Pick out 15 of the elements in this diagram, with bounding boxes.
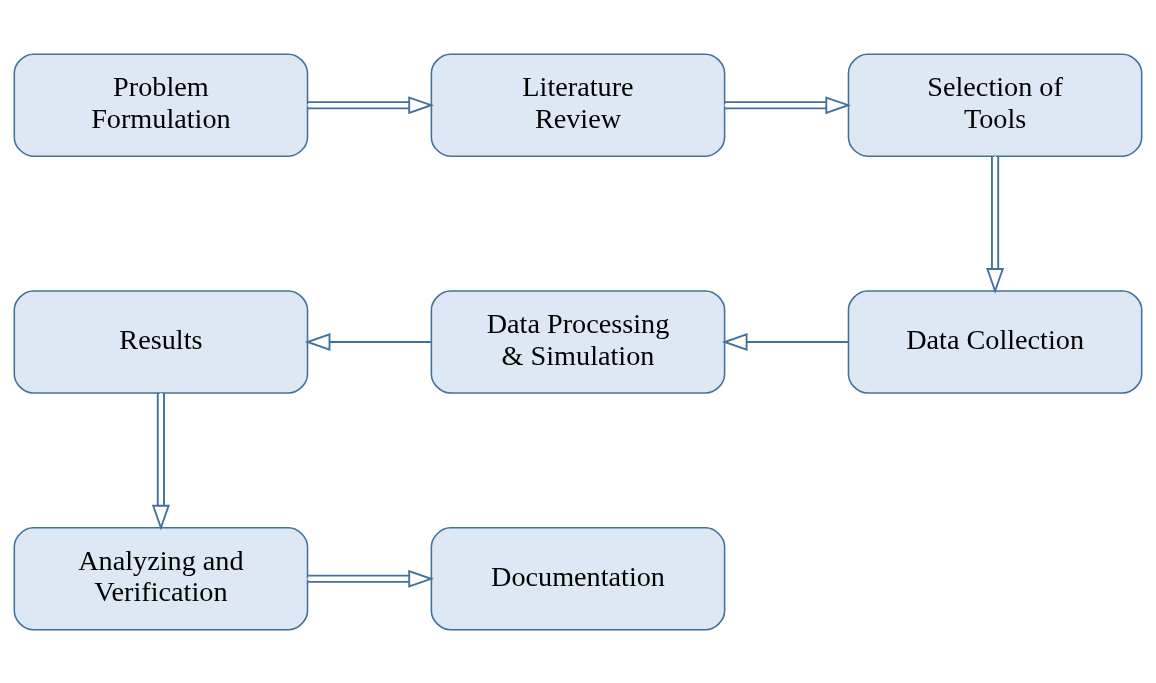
node-box: Data Collection	[847, 289, 1143, 394]
arrow	[723, 95, 852, 114]
node-box: Documentation	[430, 526, 726, 630]
arrow	[721, 332, 850, 351]
node-box: Data Processing & Simulation	[430, 289, 726, 394]
arrow	[306, 95, 434, 114]
arrow	[304, 332, 433, 351]
node-box: Selection of Tools	[847, 53, 1143, 157]
node-box: Problem Formulation	[13, 53, 309, 157]
arrow	[151, 391, 170, 531]
arrow	[986, 154, 1005, 294]
node-box: Results	[13, 289, 309, 394]
node-box: Analyzing and Verification	[13, 526, 309, 630]
node-box: Literature Review	[430, 53, 726, 157]
arrow	[306, 569, 434, 588]
